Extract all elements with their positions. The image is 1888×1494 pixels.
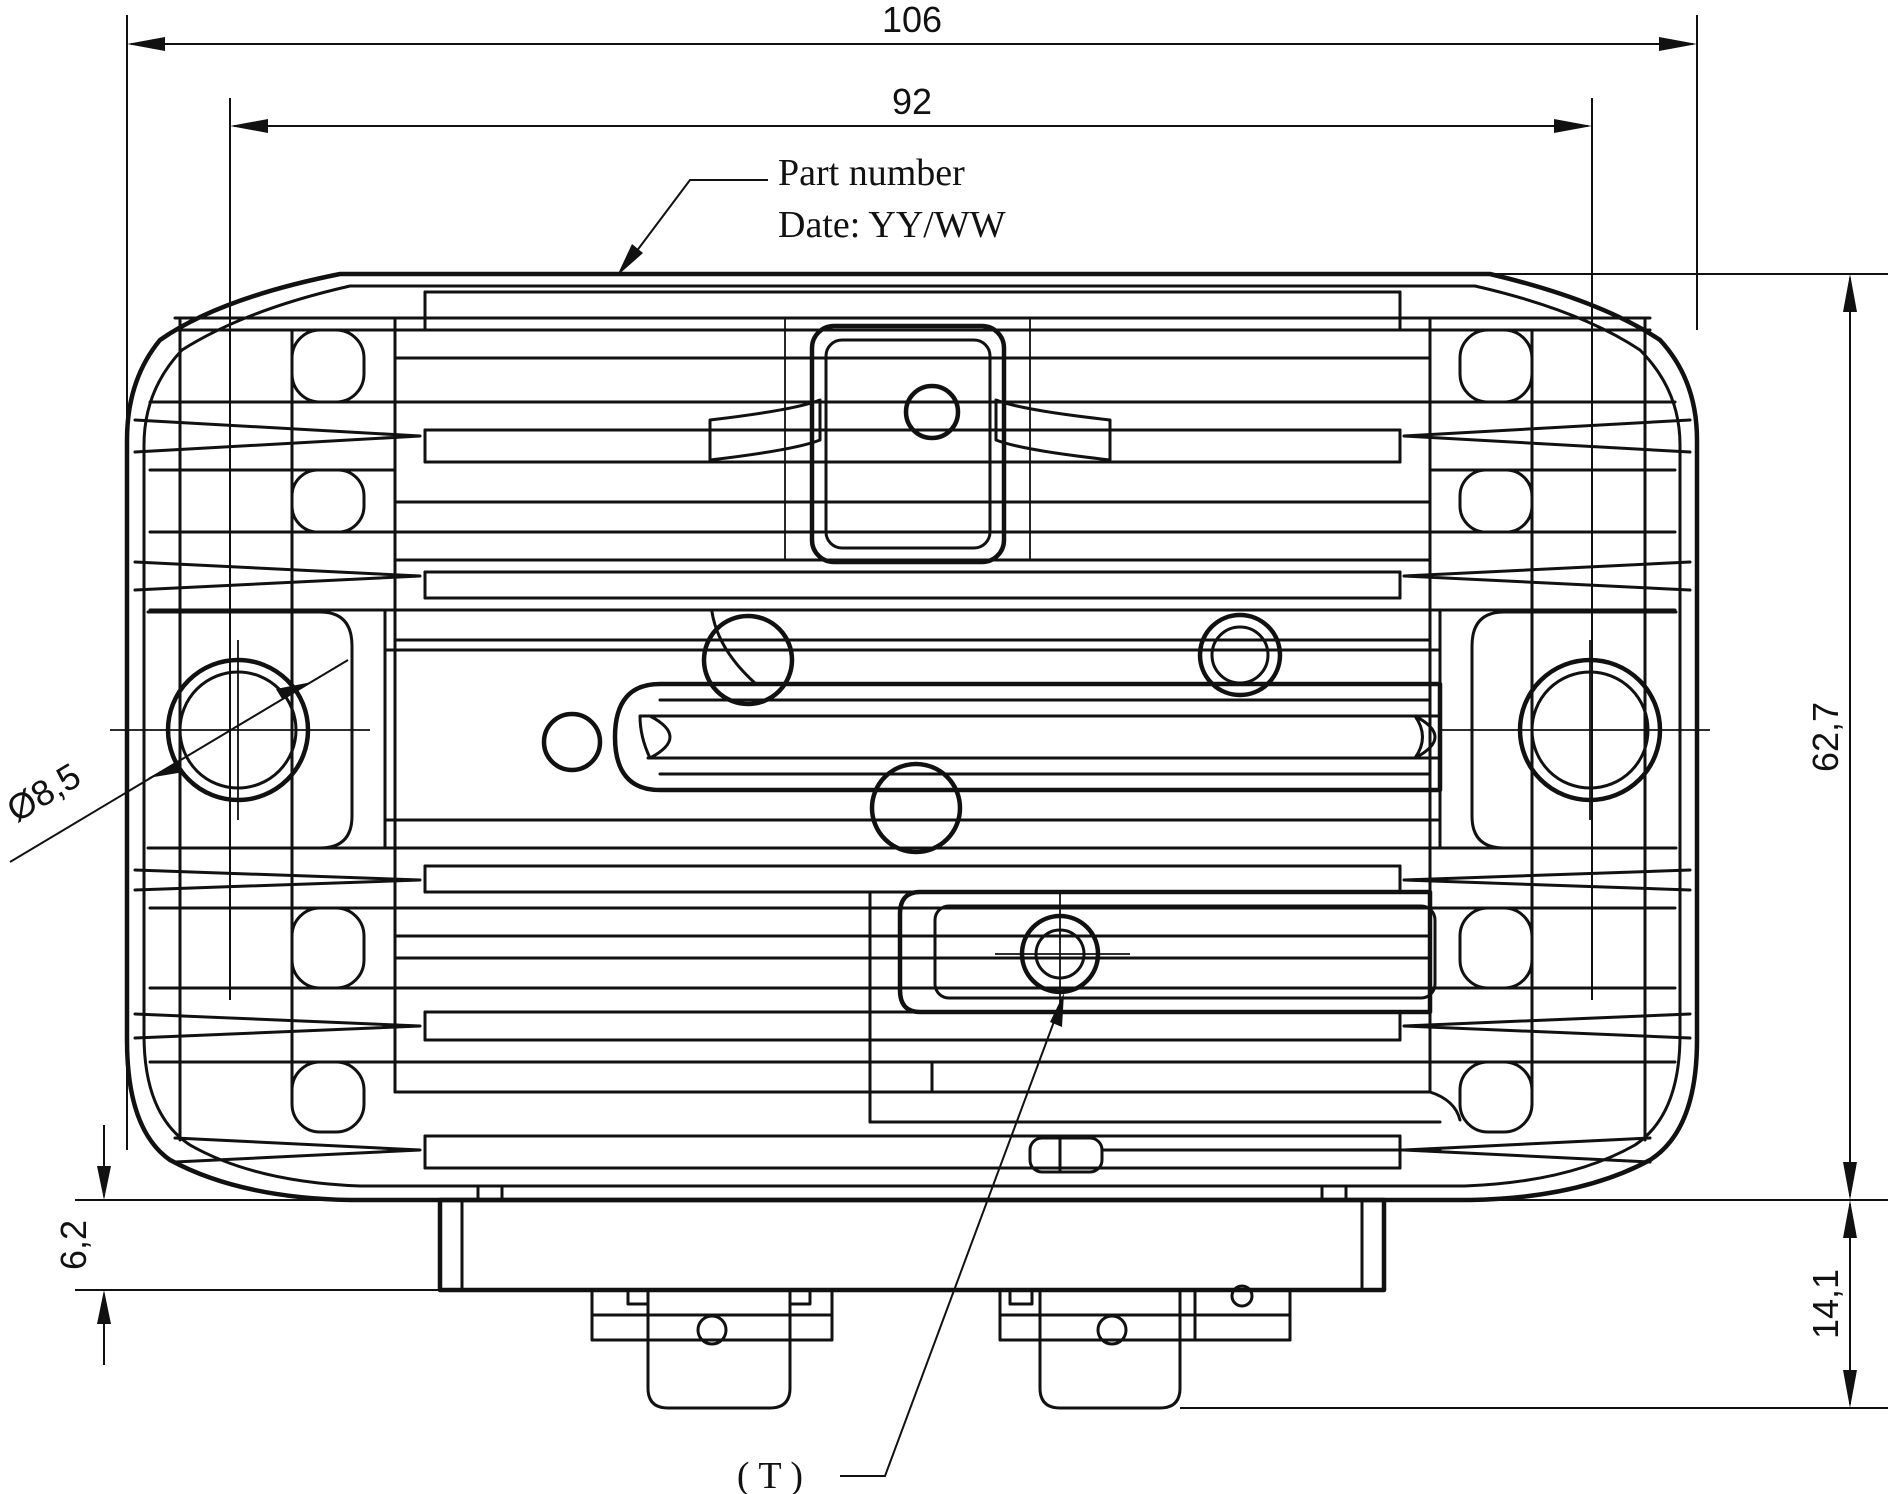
terminal-1-hole <box>696 1314 728 1346</box>
right-mounting-boss <box>1440 610 1710 850</box>
date-code-label: Date: YY/WW <box>778 204 1006 246</box>
terminal-2-hole <box>1096 1314 1128 1346</box>
part-number-leader: Part number Date: YY/WW <box>617 152 1006 276</box>
lower-recess <box>868 889 1462 1124</box>
left-small-hole <box>541 711 603 773</box>
tab-hole <box>903 383 961 441</box>
bottom-latch <box>1028 1136 1442 1174</box>
right-small-hole <box>1197 612 1283 698</box>
dimension-terminal-14-1: 14,1 <box>1180 1200 1888 1409</box>
dim-label-106: 106 <box>882 0 942 40</box>
center-slot <box>541 610 1443 855</box>
dim-label-14-1: 14,1 <box>1805 1269 1846 1339</box>
center-panel <box>383 608 1442 850</box>
part-number-label: Part number <box>778 152 965 194</box>
dim-label-6-2: 6,2 <box>53 1220 94 1270</box>
dimension-base-6-2: 6,2 <box>53 1125 440 1365</box>
dim-label-92: 92 <box>892 81 932 122</box>
slot-keyhole-lower <box>869 761 963 855</box>
dim-label-62-7: 62,7 <box>1805 702 1846 772</box>
dimension-height-62-7: 62,7 <box>1490 273 1888 1201</box>
slot-keyhole-upper <box>701 613 795 707</box>
cooling-fins <box>393 290 1432 1170</box>
top-tab <box>708 323 1112 565</box>
base-plate <box>437 1184 1387 1293</box>
connector-terminals <box>590 1284 1292 1410</box>
left-mounting-boss <box>110 610 370 850</box>
terminal-leader: ( T ) <box>737 993 1064 1494</box>
left-fin-grooves <box>133 316 422 1164</box>
right-pads <box>1458 328 1534 1134</box>
dim-label-hole-diameter: Ø8,5 <box>0 755 88 830</box>
regulator-housing <box>110 271 1710 1203</box>
terminal-label: ( T ) <box>737 1455 803 1494</box>
left-pads <box>290 328 366 1134</box>
dimension-hole-spacing-92: 92 <box>229 81 1593 1000</box>
